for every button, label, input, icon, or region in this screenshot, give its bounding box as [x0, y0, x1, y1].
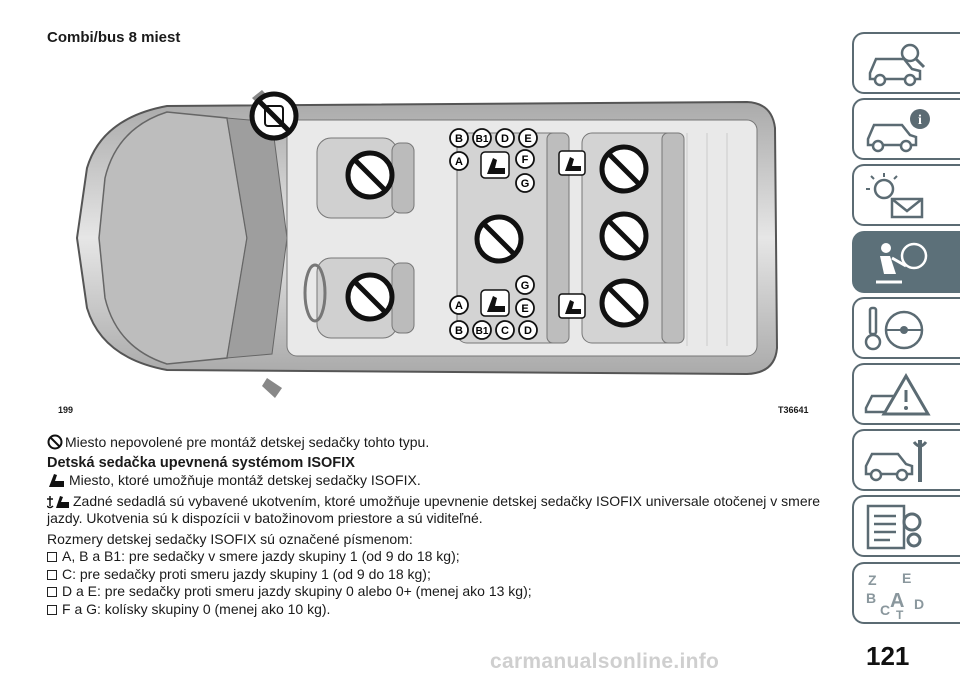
prohibited-sign-front-right [348, 153, 392, 197]
svg-text:D: D [914, 596, 924, 612]
car-magnifier-icon [868, 43, 926, 87]
isofix-seat-icon [49, 474, 64, 487]
seat-label: F [522, 154, 529, 166]
list-item: C: pre sedačky proti smeru jazdy skupiny… [47, 566, 822, 584]
isofix-heading: Detská sedačka upevnená systémom ISOFIX [47, 454, 355, 471]
seat-airbag-icon [876, 242, 928, 284]
prohibited-sign-row3-middle [602, 214, 646, 258]
anchor-note-text: Zadné sedadlá sú vybavené ukotvením, kto… [47, 492, 821, 527]
prohibited-sign-row3-bottom [602, 281, 646, 325]
anchor-seat-icon [47, 495, 69, 508]
watermark: carmanualsonline.info [490, 650, 720, 673]
seat-label: B1 [476, 134, 489, 145]
bullet-square-icon [47, 569, 57, 580]
tab-car-info[interactable]: i [852, 98, 960, 161]
body-text: Miesto nepovolené pre montáž detskej sed… [47, 434, 822, 618]
prohibited-icon [47, 434, 63, 450]
tab-technical-data[interactable] [852, 495, 960, 558]
isofix-note-text: Miesto, ktoré umožňuje montáž detskej se… [69, 472, 421, 488]
prohibited-sign-front-left [348, 275, 392, 319]
svg-text:B: B [866, 590, 876, 606]
svg-text:T: T [896, 608, 904, 619]
page-title: Combi/bus 8 miest [47, 29, 181, 46]
seat-label: B [455, 133, 463, 145]
seat-label: A [455, 300, 463, 312]
seat-label: C [501, 325, 509, 337]
seat-label: G [521, 280, 530, 292]
seat-label: D [501, 133, 509, 145]
car-info-icon: i [866, 109, 930, 153]
svg-text:i: i [918, 113, 922, 128]
key-steering-wheel-icon [864, 306, 924, 350]
tab-starting-driving[interactable] [852, 296, 960, 359]
isofix-note: Miesto, ktoré umožňuje montáž detskej se… [47, 472, 822, 490]
forbidden-note: Miesto nepovolené pre montáž detskej sed… [47, 434, 822, 452]
page-number: 121 [866, 641, 910, 671]
list-item: A, B a B1: pre sedačky v smere jazdy sku… [47, 548, 822, 566]
seat-label: A [455, 156, 463, 168]
prohibited-sign-row3-top [602, 147, 646, 191]
anchor-note: Zadné sedadlá sú vybavené ukotvením, kto… [47, 493, 822, 528]
checklist-gear-icon [866, 505, 922, 550]
tab-car-magnifier[interactable] [852, 32, 960, 94]
bullet-square-icon [47, 552, 57, 562]
car-warning-triangle-icon [864, 372, 931, 416]
forbidden-note-text: Miesto nepovolené pre montáž detskej sed… [65, 434, 430, 450]
tab-maintenance[interactable] [852, 429, 960, 492]
seat-label: B1 [476, 326, 489, 337]
svg-text:C: C [880, 602, 890, 618]
svg-text:Z: Z [868, 572, 877, 588]
tab-warning-lights[interactable] [852, 164, 960, 227]
seat-label: G [521, 178, 530, 190]
seat-label: E [521, 303, 528, 315]
bullet-square-icon [47, 587, 57, 597]
seat-label: E [524, 133, 531, 145]
svg-text:A: A [890, 590, 904, 612]
list-item: D a E: pre sedačky proti smeru jazdy sku… [47, 583, 822, 601]
seat-label: B [455, 325, 463, 337]
tab-safety[interactable] [852, 230, 960, 293]
seat-label: D [524, 325, 532, 337]
sizes-intro: Rozmery detskej sedačky ISOFIX sú označe… [47, 530, 413, 547]
bullet-square-icon [47, 604, 57, 615]
list-item: F a G: kolísky skupiny 0 (menej ako 10 k… [47, 601, 822, 619]
tab-emergency[interactable] [852, 362, 960, 425]
prohibited-sign-row2-middle [477, 217, 521, 261]
figure-code: T36641 [778, 405, 809, 415]
car-wrench-icon [864, 440, 928, 483]
figure-number: 199 [58, 405, 74, 415]
van-seating-figure [75, 90, 779, 398]
svg-text:E: E [902, 570, 911, 586]
warning-light-envelope-icon [866, 173, 924, 219]
